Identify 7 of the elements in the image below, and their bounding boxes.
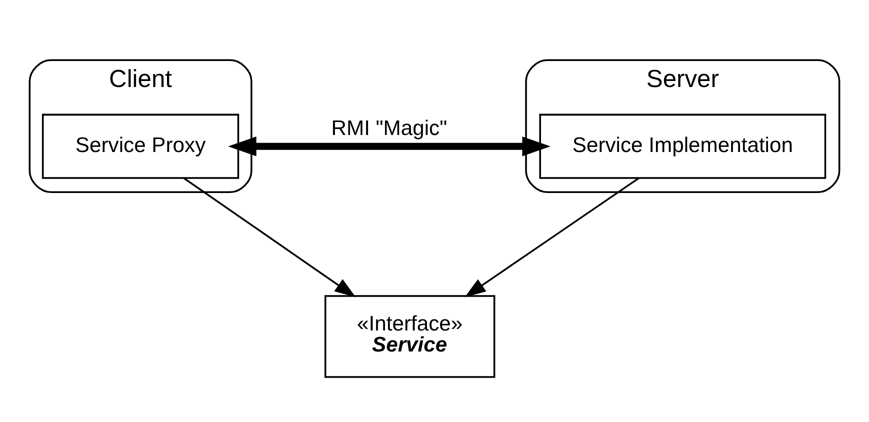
node-box: «Interface» Service (324, 294, 496, 378)
arrow (464, 176, 640, 297)
edge-label: RMI "Magic" (331, 116, 448, 140)
node-box: Service Implementation (539, 113, 826, 178)
arrow (183, 176, 356, 297)
arrow (228, 136, 550, 156)
node-box: Service Proxy (42, 113, 240, 178)
